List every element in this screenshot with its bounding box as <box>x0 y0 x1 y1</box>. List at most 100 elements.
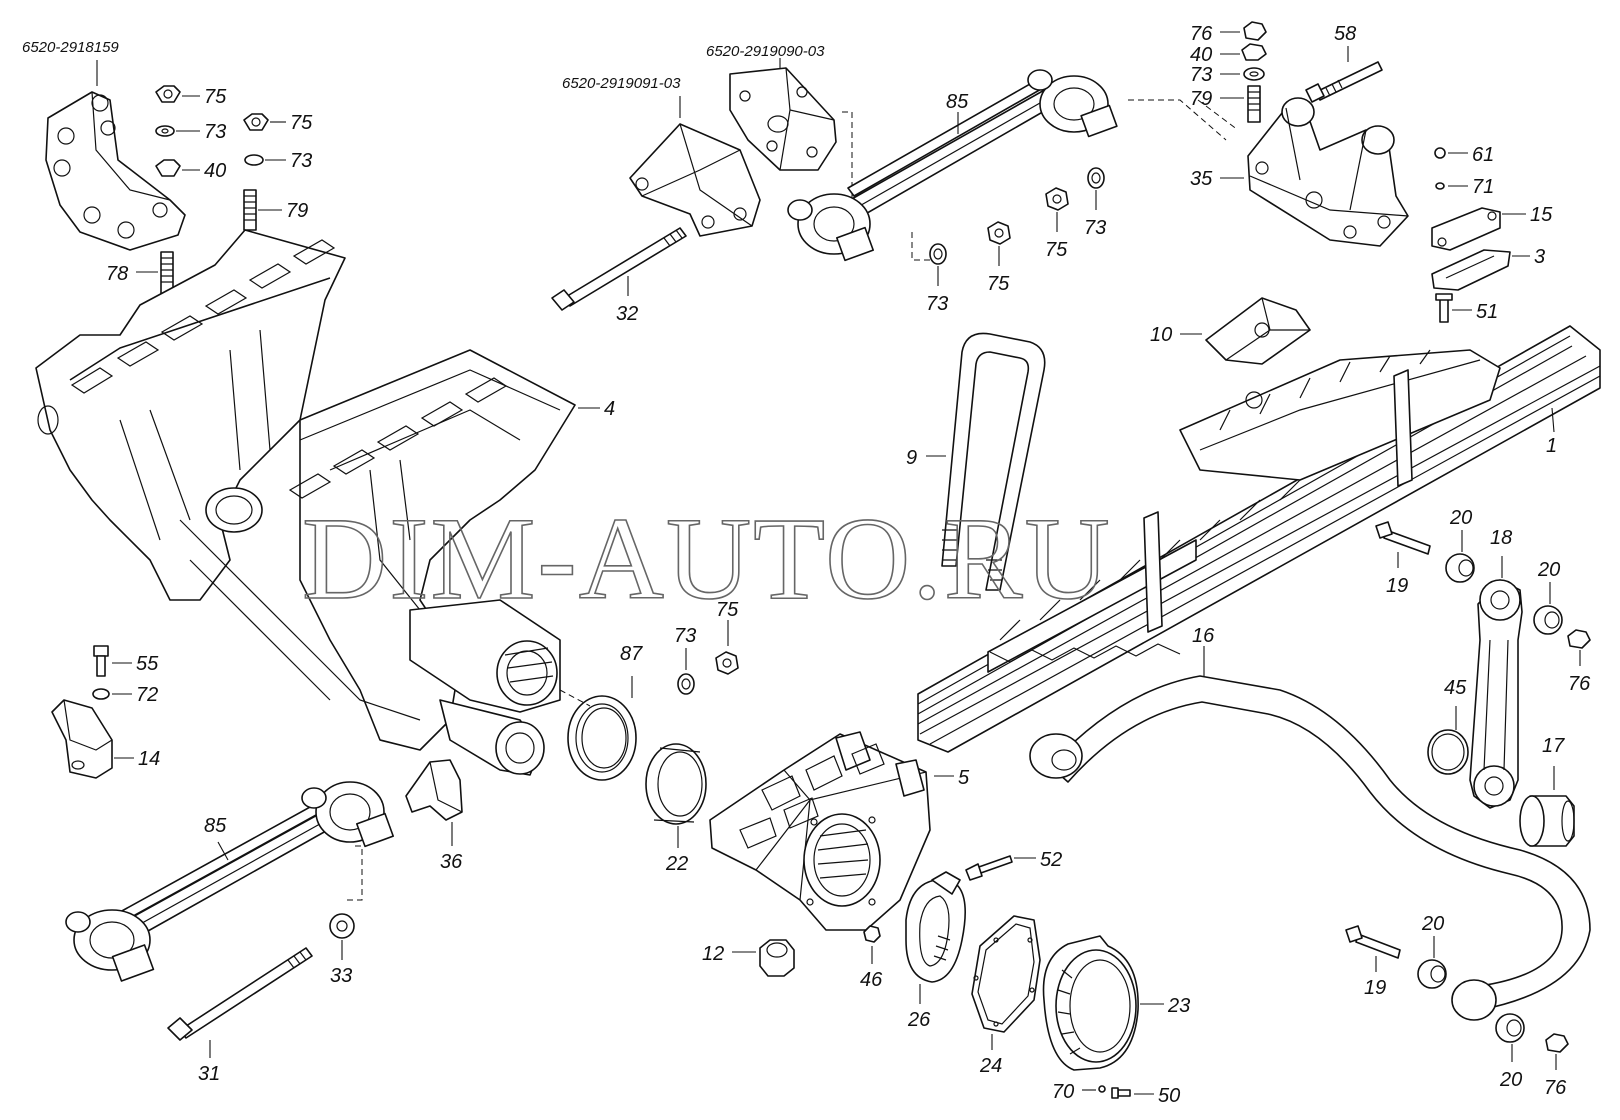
callout-20d: 20 <box>1499 1069 1522 1091</box>
bushing-20-c <box>1417 959 1447 989</box>
washer-73-a <box>155 125 175 137</box>
nut-40-b <box>1241 43 1267 61</box>
bolt-19-a <box>1375 521 1431 555</box>
callout-22: 22 <box>665 853 688 875</box>
callout-17: 17 <box>1542 735 1565 757</box>
part-36 <box>405 759 463 821</box>
callout-33: 33 <box>330 965 352 987</box>
callout-46: 46 <box>860 969 883 991</box>
callout-19a: 19 <box>1386 575 1408 597</box>
reaction-rod-85-upper <box>787 69 1118 262</box>
callout-15: 15 <box>1530 204 1553 226</box>
seal-87 <box>567 695 637 781</box>
callout-16: 16 <box>1192 625 1215 647</box>
callout-20a: 20 <box>1449 507 1472 529</box>
callout-73c: 73 <box>926 293 948 315</box>
callout-52: 52 <box>1040 849 1062 871</box>
gasket-24 <box>971 915 1041 1033</box>
bolt-31 <box>167 947 313 1041</box>
bushing-33 <box>329 913 355 939</box>
callout-45: 45 <box>1444 677 1467 699</box>
callout-20b: 20 <box>1537 559 1560 581</box>
callout-9: 9 <box>906 447 917 469</box>
callout-85a: 85 <box>946 91 969 113</box>
callout-73e: 73 <box>1190 64 1212 86</box>
nut-76-c <box>1545 1033 1569 1053</box>
ring-22 <box>645 743 707 825</box>
callout-70: 70 <box>1052 1081 1074 1103</box>
bolt-19-b <box>1345 925 1401 959</box>
washer-73-c <box>929 243 947 265</box>
ring-45 <box>1427 729 1469 775</box>
nut-61 <box>1434 147 1446 159</box>
callout-55: 55 <box>136 653 159 675</box>
nut-75-a <box>155 85 181 103</box>
code-label-bracket-left: 6520-2918159 <box>22 39 119 56</box>
callout-1: 1 <box>1546 435 1557 457</box>
callout-31: 31 <box>198 1063 220 1085</box>
callout-72: 72 <box>136 684 158 706</box>
stud-79-b <box>1247 85 1261 123</box>
callout-73b: 73 <box>290 150 312 172</box>
u-bolt-9 <box>941 332 1046 591</box>
leaf-spring-1 <box>917 325 1601 753</box>
bracket-35 <box>1247 97 1409 247</box>
stud-79-a <box>243 189 257 231</box>
nut-75-e <box>715 651 739 675</box>
callout-75a: 75 <box>204 86 227 108</box>
callout-79a: 79 <box>286 200 308 222</box>
callout-73a: 73 <box>204 121 226 143</box>
reaction-rod-85-lower <box>65 781 394 982</box>
callout-73f: 73 <box>674 625 696 647</box>
callout-4: 4 <box>604 398 615 420</box>
bolt-32 <box>551 227 687 311</box>
bushing-20-a <box>1445 553 1475 583</box>
nut-75-d <box>1045 187 1069 211</box>
nut-75-b <box>243 113 269 131</box>
washer-73-e <box>1243 67 1265 81</box>
nut-12 <box>759 939 795 977</box>
hub-cap-23 <box>1042 935 1139 1071</box>
bushing-20-d <box>1495 1013 1525 1043</box>
watermark-text: DIM-AUTO.RU <box>302 493 1112 624</box>
washer-70 <box>1098 1085 1106 1093</box>
code-label-bracket-right: 6520-2919090-03 <box>706 43 825 60</box>
callout-75b: 75 <box>290 112 313 134</box>
washer-73-b <box>244 154 264 166</box>
nut-76-a <box>1243 21 1267 41</box>
callout-61: 61 <box>1472 144 1494 166</box>
plate-3 <box>1431 249 1511 291</box>
callout-14: 14 <box>138 748 160 770</box>
bolt-58 <box>1305 61 1383 103</box>
pad-10 <box>1205 297 1311 365</box>
callout-87: 87 <box>620 643 643 665</box>
callout-5: 5 <box>958 767 970 789</box>
callout-19b: 19 <box>1364 977 1386 999</box>
code-label-bracket-mid: 6520-2919091-03 <box>562 75 681 92</box>
link-18 <box>1469 579 1523 809</box>
balancer-axle-housing-4 <box>35 229 576 776</box>
callout-32: 32 <box>616 303 638 325</box>
callout-35: 35 <box>1190 168 1213 190</box>
callout-58: 58 <box>1334 23 1356 45</box>
nut-40-a <box>155 159 181 177</box>
bushing-17 <box>1519 795 1575 847</box>
bracket-part-6520-2919091-03 <box>629 123 761 237</box>
callout-71: 71 <box>1472 176 1494 198</box>
nut-76-b <box>1567 629 1591 649</box>
callout-51: 51 <box>1476 301 1498 323</box>
callout-26: 26 <box>907 1009 931 1031</box>
callout-24: 24 <box>979 1055 1002 1077</box>
bolt-52 <box>965 855 1013 881</box>
washer-72 <box>92 688 110 700</box>
hub-body-5 <box>709 731 931 931</box>
callout-76c: 76 <box>1544 1077 1567 1099</box>
washer-73-d <box>1087 167 1105 189</box>
bolt-50 <box>1111 1087 1131 1099</box>
callout-76a: 76 <box>1190 23 1213 45</box>
callout-75e: 75 <box>716 599 739 621</box>
callout-12: 12 <box>702 943 724 965</box>
callout-18: 18 <box>1490 527 1512 549</box>
callout-75c: 75 <box>987 273 1010 295</box>
